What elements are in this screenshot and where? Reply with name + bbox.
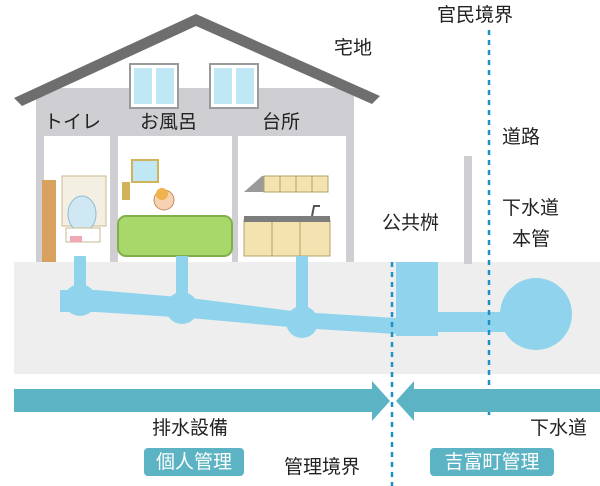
toilet-label: トイレ [44, 111, 102, 133]
private-responsibility-arrow [14, 381, 390, 421]
road-label: 道路 [502, 126, 541, 148]
kitchen-label: 台所 [262, 111, 301, 133]
sewer-main-pipe [500, 278, 572, 350]
kitchen-counter-icon [243, 219, 331, 257]
road-post [464, 156, 472, 264]
public-catch-basin-label: 公共桝 [382, 212, 440, 234]
toilet-door [42, 180, 56, 262]
sewer-main-label-line1: 下水道 [502, 197, 560, 219]
drainage-facility-label: 排水設備 [152, 417, 229, 439]
residential-land-label: 宅地 [334, 37, 373, 59]
private-management-badge: 個人管理 [144, 448, 244, 476]
town-management-badge: 吉富町管理 [430, 448, 554, 476]
management-boundary-label: 管理境界 [284, 456, 361, 478]
public-catch-basin-shape [396, 262, 438, 336]
town-responsibility-arrow [396, 381, 600, 421]
bath-label: お風呂 [140, 111, 198, 133]
bathtub-icon [117, 215, 233, 257]
sewer-main-label-line2: 本管 [512, 228, 551, 250]
house [14, 14, 380, 262]
public-private-boundary-label: 官民境界 [437, 4, 514, 26]
drain-pipes [60, 256, 572, 350]
range-hood-icon [244, 176, 266, 192]
sewer-right-label: 下水道 [530, 417, 588, 439]
toilet-bowl-icon [67, 195, 97, 233]
